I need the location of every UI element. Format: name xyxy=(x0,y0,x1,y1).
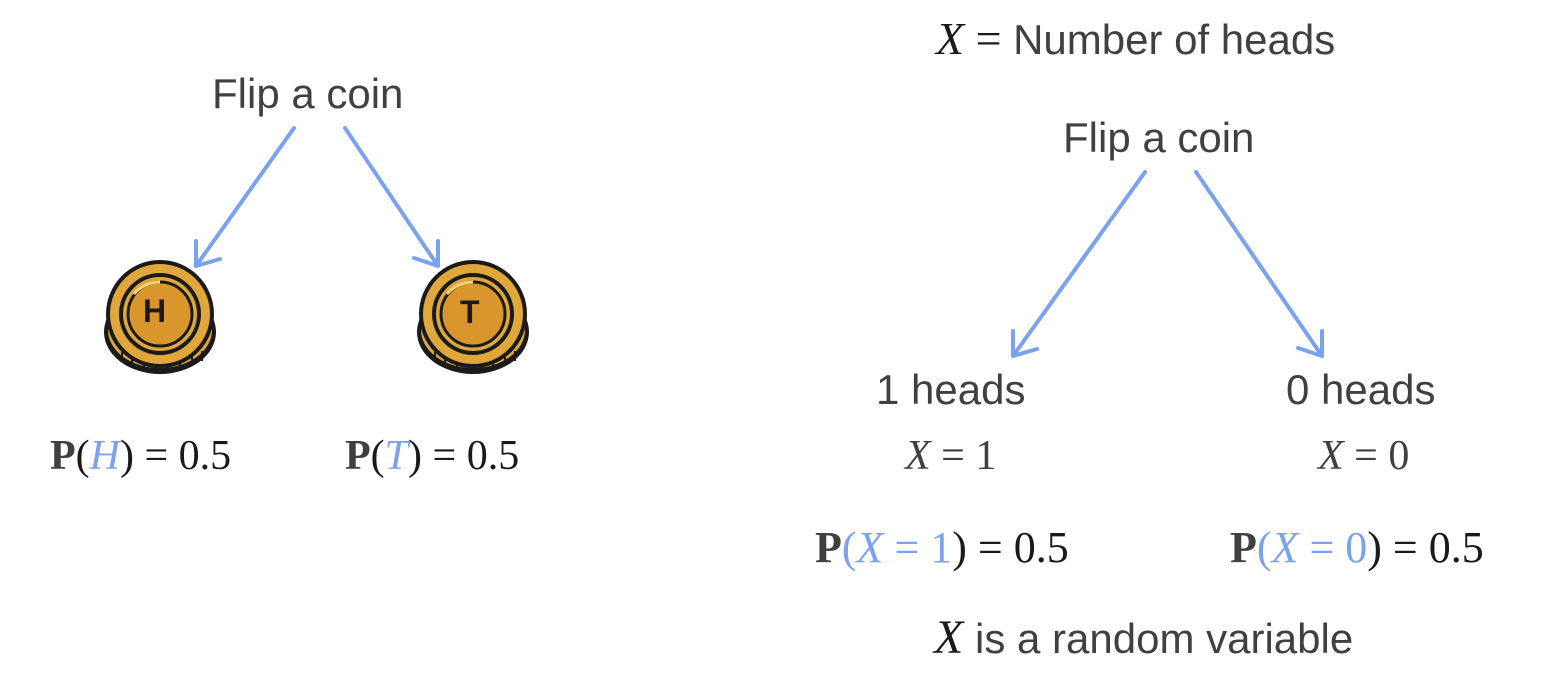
coin-tails-icon xyxy=(417,260,529,374)
prob-symbol: P xyxy=(345,433,371,479)
prob-symbol: P xyxy=(50,433,76,479)
outcome-heads: H xyxy=(89,433,120,479)
close-paren: ) xyxy=(120,433,134,479)
close-paren: ) xyxy=(952,523,967,572)
prob-value: = 0.5 xyxy=(134,433,232,479)
prob-symbol: P xyxy=(815,523,842,572)
prob-value: = 0.5 xyxy=(966,523,1069,572)
value-eq: = 0 xyxy=(1343,433,1410,479)
event-value: = 1 xyxy=(883,523,953,572)
conclusion-text: is a random variable xyxy=(963,615,1354,662)
open-paren: ( xyxy=(75,433,90,479)
prob-value: = 0.5 xyxy=(1381,523,1484,572)
conclusion-var: X xyxy=(934,611,964,664)
prob-x-0: P(X = 0) = 0.5 xyxy=(1230,522,1484,573)
close-paren: ) xyxy=(408,433,423,479)
arrow-right-0-heads xyxy=(1194,170,1324,358)
left-root-label: Flip a coin xyxy=(212,70,404,117)
arrow-right-1-heads xyxy=(1011,170,1147,358)
prob-value: = 0.5 xyxy=(422,433,520,479)
outcome-tails: T xyxy=(384,433,409,479)
open-paren: ( xyxy=(841,523,857,572)
right-root-label: Flip a coin xyxy=(1063,114,1255,161)
close-paren: ) xyxy=(1367,523,1382,572)
prob-tails: P(T) = 0.5 xyxy=(345,432,519,480)
definition-eq: = xyxy=(964,13,1014,64)
conclusion: X is a random variable xyxy=(934,610,1353,665)
branch-0-label: 0 heads xyxy=(1286,366,1436,413)
prob-symbol: P xyxy=(1230,523,1257,572)
branch-1-label: 1 heads xyxy=(876,366,1026,413)
definition: X = Number of heads xyxy=(936,12,1335,65)
prob-heads: P(H) = 0.5 xyxy=(50,432,231,480)
var-x: X xyxy=(856,523,884,572)
event-value: = 0 xyxy=(1298,523,1368,572)
coin-heads-letter: H xyxy=(143,293,167,329)
arrow-left-heads xyxy=(194,126,296,268)
definition-var: X xyxy=(936,13,965,64)
coin-heads-icon xyxy=(104,260,216,374)
branch-0-value: X = 0 xyxy=(1318,432,1409,480)
definition-text: Number of heads xyxy=(1013,16,1336,63)
prob-x-1: P(X = 1) = 0.5 xyxy=(815,522,1069,573)
var-x: X xyxy=(1271,523,1299,572)
coin-tails-letter: T xyxy=(460,294,480,330)
open-paren: ( xyxy=(370,433,385,479)
branch-1-value: X = 1 xyxy=(905,432,996,480)
open-paren: ( xyxy=(1256,523,1272,572)
var-x: X xyxy=(1318,433,1344,479)
var-x: X xyxy=(905,433,931,479)
value-eq: = 1 xyxy=(930,433,997,479)
arrow-left-tails xyxy=(343,126,440,268)
